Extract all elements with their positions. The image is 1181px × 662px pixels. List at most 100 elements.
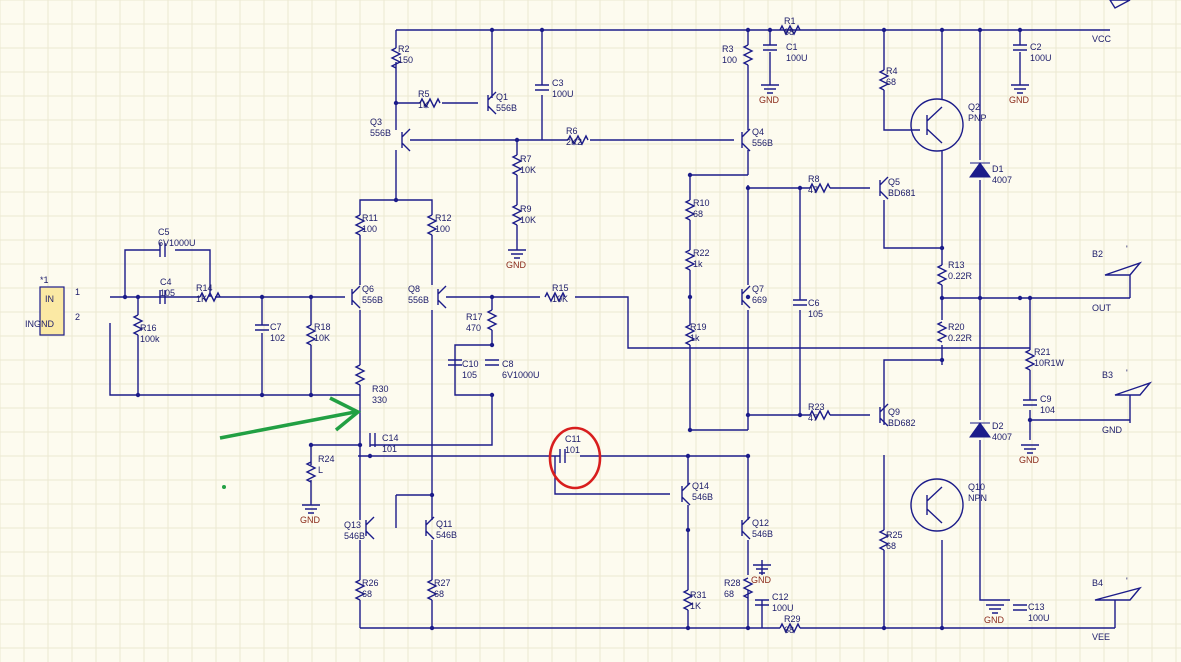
ref-r15: R15 xyxy=(552,283,569,293)
ref-d1: D1 xyxy=(992,164,1004,174)
ground-symbol xyxy=(302,504,320,514)
ref-c5: C5 xyxy=(158,227,170,237)
symbol-r17 xyxy=(486,309,498,331)
symbol-r26 xyxy=(354,579,366,601)
symbol-c11 xyxy=(559,449,566,463)
symbol-q10 xyxy=(910,478,964,532)
symbol-r11 xyxy=(354,214,366,236)
annotation-arrow xyxy=(219,410,356,440)
value-q10: NPN xyxy=(968,493,987,503)
junction-dot xyxy=(939,245,945,251)
junction-dot xyxy=(685,453,691,459)
ref-q12: Q12 xyxy=(752,518,769,528)
symbol-r1 xyxy=(779,24,801,36)
ground-label: GND xyxy=(506,260,527,270)
symbol-d1 xyxy=(969,162,991,178)
annotations xyxy=(219,396,602,490)
annotation-dot xyxy=(222,485,226,489)
junction-dot xyxy=(685,527,691,533)
junction-dot xyxy=(939,27,945,33)
junction-dot xyxy=(881,27,887,33)
ground-label: GND xyxy=(751,575,772,585)
junction-dot xyxy=(1017,295,1023,301)
ref-r27: R27 xyxy=(434,578,451,588)
ref-c13: C13 xyxy=(1028,602,1045,612)
junction-dot xyxy=(429,625,435,631)
value-c7: 102 xyxy=(270,333,285,343)
symbol-q3 xyxy=(401,128,411,152)
ref-r14: R14 xyxy=(196,283,213,293)
ref-r30: R30 xyxy=(372,384,389,394)
symbol-q9 xyxy=(879,403,889,427)
symbol-r18 xyxy=(305,324,317,346)
connector-ref: *1 xyxy=(40,275,49,285)
ref-r28: R28 xyxy=(724,578,741,588)
speaker-b3-mark: ' xyxy=(1126,368,1128,378)
value-r29: 68 xyxy=(784,625,794,635)
ref-c3: C3 xyxy=(552,78,564,88)
ground-symbol xyxy=(1021,444,1039,454)
ref-c1: C1 xyxy=(786,42,798,52)
junction-dot xyxy=(357,442,363,448)
input-connector[interactable]: *1 IN INGND 1 2 xyxy=(25,275,80,336)
ref-r6: R6 xyxy=(566,126,578,136)
ref-c14: C14 xyxy=(382,433,399,443)
junction-dot xyxy=(685,625,691,631)
value-r31: 1K xyxy=(690,601,701,611)
junction-dot xyxy=(745,625,751,631)
ref-d2: D2 xyxy=(992,421,1004,431)
value-r23: 47 xyxy=(808,413,818,423)
junction-dot xyxy=(745,27,751,33)
component-symbols xyxy=(122,24,1039,634)
junction-dot xyxy=(1027,295,1033,301)
symbol-r28 xyxy=(742,577,754,599)
junction-dot xyxy=(259,392,265,398)
junction-dot xyxy=(687,294,693,300)
symbol-r21 xyxy=(1024,349,1036,371)
symbol-r30 xyxy=(354,364,366,386)
ref-q6: Q6 xyxy=(362,284,374,294)
junction-dot xyxy=(881,625,887,631)
symbol-d2 xyxy=(969,422,991,438)
ground-symbol xyxy=(761,84,779,94)
symbol-r14 xyxy=(199,291,221,303)
junction-dot xyxy=(539,27,545,33)
ref-c6: C6 xyxy=(808,298,820,308)
symbol-c10 xyxy=(448,359,462,366)
ref-q8: Q8 xyxy=(408,284,420,294)
value-r3: 100 xyxy=(722,55,737,65)
junction-dot xyxy=(687,427,693,433)
value-r21: 10R1W xyxy=(1034,358,1065,368)
ref-r25: R25 xyxy=(886,530,903,540)
symbol-r3 xyxy=(742,44,754,66)
junction-dot xyxy=(429,492,435,498)
symbol-c12 xyxy=(755,599,769,606)
symbol-r13 xyxy=(936,264,948,286)
symbol-r9 xyxy=(511,204,523,226)
speaker-b2-mark: ' xyxy=(1126,244,1128,254)
symbol-r15 xyxy=(544,291,566,303)
symbol-q12 xyxy=(741,516,751,540)
ref-q2: Q2 xyxy=(968,102,980,112)
ref-r9: R9 xyxy=(520,204,532,214)
value-r8: 47 xyxy=(808,185,818,195)
symbol-c9 xyxy=(1023,399,1037,406)
svg-text:B3: B3 xyxy=(1102,370,1113,380)
value-r14: 1K xyxy=(196,294,207,304)
speaker-b3: B3 ' xyxy=(1102,368,1153,423)
junction-dot xyxy=(767,27,773,33)
ground-label: GND xyxy=(759,95,780,105)
junction-dot xyxy=(489,392,495,398)
ref-q3: Q3 xyxy=(370,117,382,127)
value-c2: 100U xyxy=(1030,53,1052,63)
junction-dot xyxy=(135,392,141,398)
value-r20: 0.22R xyxy=(948,333,973,343)
junction-dot xyxy=(135,294,141,300)
symbol-r12 xyxy=(426,214,438,236)
value-r13: 0.22R xyxy=(948,271,973,281)
junction-dot xyxy=(939,295,945,301)
connector-pin-number-1: 1 xyxy=(75,287,80,297)
ref-q1: Q1 xyxy=(496,92,508,102)
ref-r26: R26 xyxy=(362,578,379,588)
